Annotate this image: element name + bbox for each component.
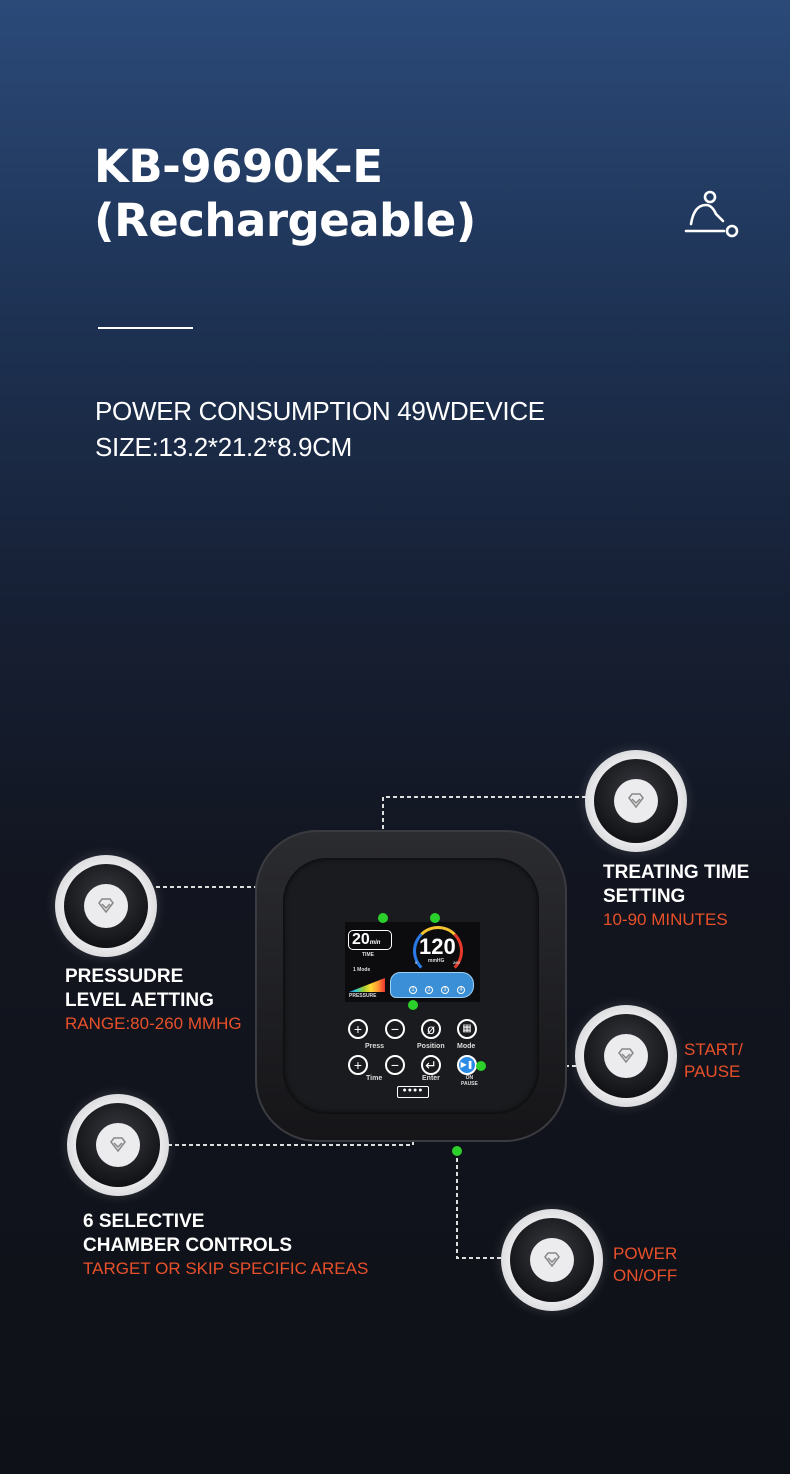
marker-dot (452, 1146, 462, 1156)
enter-label: Enter (422, 1075, 440, 1082)
marker-dot (430, 913, 440, 923)
callout-sub: 10-90 MINUTES (603, 910, 728, 929)
callout-line: ON/OFF (613, 1266, 678, 1285)
mode-num: 1 (353, 967, 356, 973)
time-plus-button[interactable]: + (348, 1055, 368, 1075)
gauge-max: 260 (453, 960, 460, 965)
divider (98, 327, 193, 329)
callout-line: POWER (613, 1244, 678, 1263)
on-label: ON (465, 1075, 474, 1081)
callout-title: LEVEL AETTING (65, 990, 214, 1011)
leg-cuff-diagram: 1 2 3 4 (390, 972, 474, 998)
position-button[interactable]: ø (421, 1019, 441, 1039)
mode-label: Mode (357, 967, 371, 973)
spec-power: POWER CONSUMPTION 49WDEVICE (95, 396, 545, 426)
enter-button[interactable]: ↵ (421, 1055, 441, 1075)
massage-person-icon (684, 190, 739, 238)
time-btn-label: Time (366, 1075, 383, 1082)
product-title: KB-9690K-E(Rechargeable) (94, 140, 476, 248)
chamber-2: 2 (425, 986, 433, 994)
gauge-min: 0 (415, 960, 418, 965)
press-plus-button[interactable]: + (348, 1019, 368, 1039)
diamond-icon (110, 1137, 126, 1153)
callout-title: CHAMBER CONTROLS (83, 1235, 292, 1256)
pressure-knob (55, 855, 157, 957)
chamber-3: 3 (441, 986, 449, 994)
diamond-icon (98, 898, 114, 914)
callout-title: 6 SELECTIVE (83, 1211, 205, 1232)
position-label: Position (417, 1043, 445, 1050)
pause-label: PAUSE (461, 1081, 478, 1087)
callout-line: PAUSE (684, 1062, 741, 1081)
diamond-icon (618, 1048, 634, 1064)
marker-dot (378, 913, 388, 923)
callout-line: START/ (684, 1040, 743, 1059)
battery-icon: ●●●● (397, 1086, 429, 1098)
time-unit: min (369, 940, 381, 946)
diamond-icon (544, 1252, 560, 1268)
chamber-knob (67, 1094, 169, 1196)
callout-sub: RANGE:80-260 MMHG (65, 1014, 242, 1033)
pressure-value: 120 (419, 934, 456, 959)
callout-sub: TARGET OR SKIP SPECIFIC AREAS (83, 1259, 369, 1278)
marker-dot (476, 1061, 486, 1071)
chamber-4: 4 (457, 986, 465, 994)
press-label: Press (365, 1043, 385, 1050)
pressure-label: PRESSURE (349, 993, 377, 999)
callout-title: SETTING (603, 886, 686, 907)
treating-time-callout: TREATING TIME SETTING 10-90 MINUTES (603, 861, 749, 931)
power-callout: POWER ON/OFF (613, 1243, 677, 1287)
press-minus-button[interactable]: − (385, 1019, 405, 1039)
time-knob (585, 750, 687, 852)
start-knob (575, 1005, 677, 1107)
title-line1: KB-9690K-E (94, 140, 383, 193)
pressure-callout: PRESSUDRE LEVEL AETTING RANGE:80-260 MMH… (65, 965, 242, 1035)
lcd-screen: 20min TIME 120 mmHG 0 260 1 Mode PRESSUR… (345, 922, 480, 1002)
title-line2: (Rechargeable) (94, 194, 476, 247)
time-value: 20 (352, 931, 370, 948)
power-knob (501, 1209, 603, 1311)
specs: POWER CONSUMPTION 49WDEVICE SIZE:13.2*21.… (95, 393, 545, 465)
chamber-1: 1 (409, 986, 417, 994)
start-callout: START/ PAUSE (684, 1039, 743, 1083)
diamond-icon (628, 793, 644, 809)
marker-dot (408, 1000, 418, 1010)
spec-size: SIZE:13.2*21.2*8.9CM (95, 432, 353, 462)
callout-title: PRESSUDRE (65, 966, 184, 987)
time-minus-button[interactable]: − (385, 1055, 405, 1075)
start-pause-button[interactable]: ▶❚ (457, 1055, 477, 1075)
time-label: TIME (362, 952, 374, 958)
callout-title: TREATING TIME (603, 862, 750, 883)
pressure-unit: mmHG (428, 958, 445, 964)
chamber-callout: 6 SELECTIVE CHAMBER CONTROLS TARGET OR S… (83, 1210, 368, 1280)
mode-button[interactable]: ▦ (457, 1019, 477, 1039)
mode-label-btn: Mode (457, 1043, 476, 1050)
pressure-bars (349, 978, 385, 992)
